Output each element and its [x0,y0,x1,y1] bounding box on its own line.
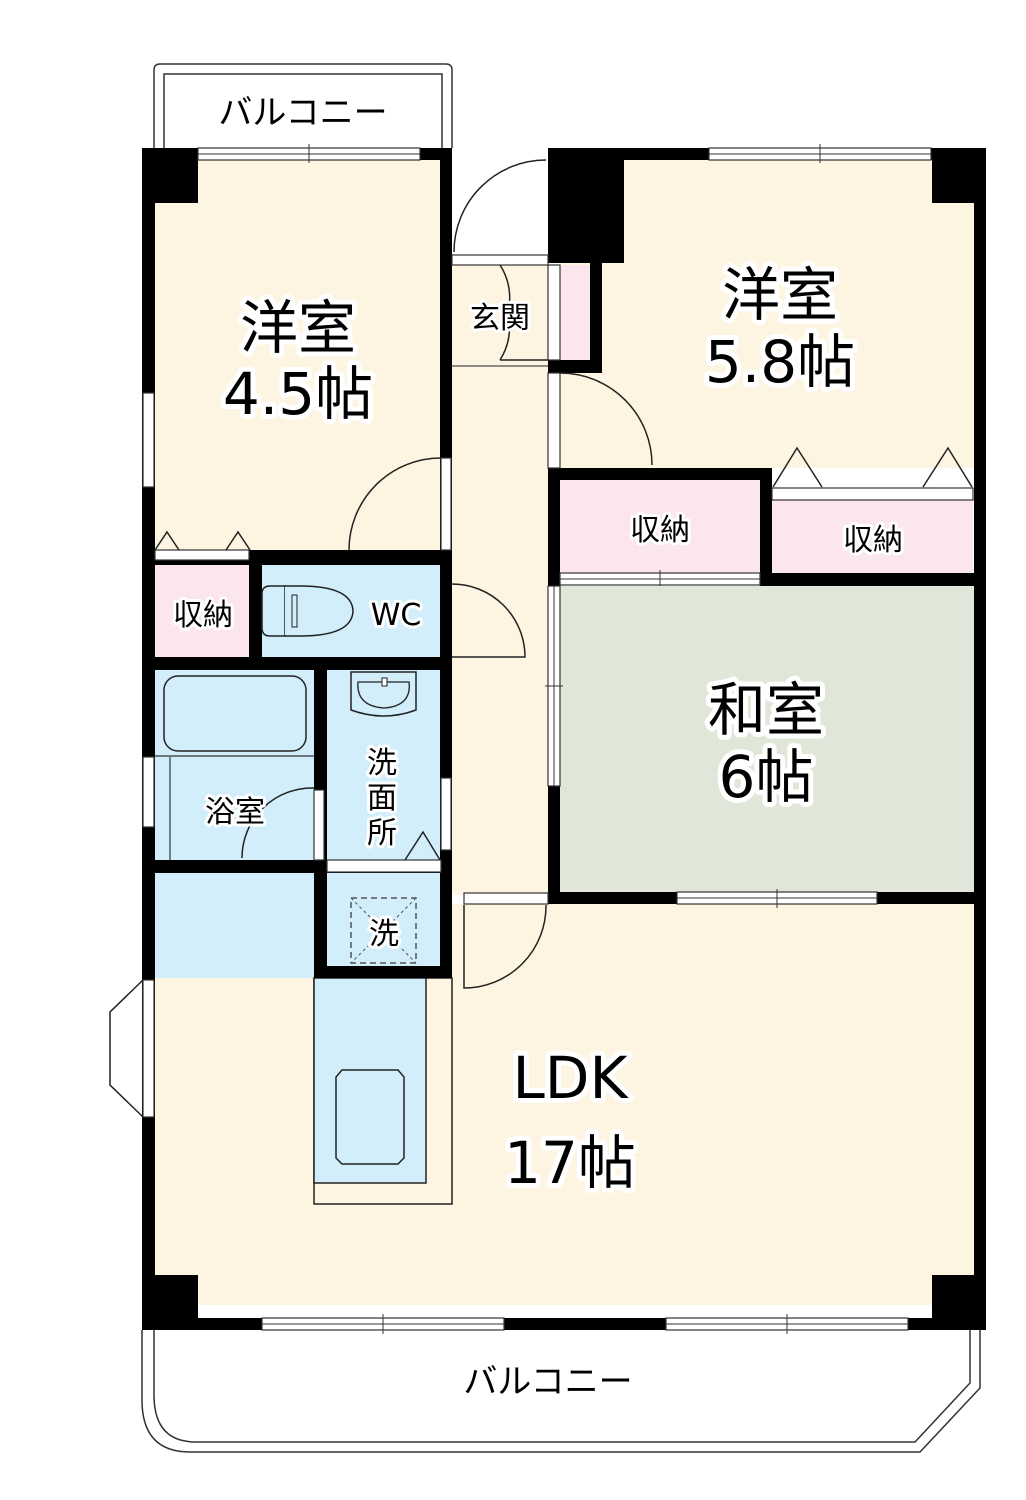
ldk-name: LDK [512,1044,629,1112]
storage-right-label: 収納 [843,523,903,558]
room-ldk [155,978,974,1305]
washroom-label-2: 面 [367,781,397,816]
room-ldk-upper [452,904,974,984]
room-western-2 [560,160,974,468]
storage-under [155,873,314,978]
bathroom-label: 浴室 [205,795,265,830]
storage-left-label: 収納 [173,598,233,633]
western-room-1-size: 4.5帖 [223,360,373,428]
washroom-label-1: 洗 [367,746,397,781]
entrance-label: 玄関 [470,301,530,336]
balcony-bottom [141,1330,981,1453]
entrance-storage [560,265,590,360]
ldk-size: 17帖 [504,1129,636,1197]
western-room-2-size: 5.8帖 [705,328,855,396]
storage-left [155,565,249,657]
doors [154,159,973,989]
balcony-top [153,63,453,148]
balcony-bottom-label: バルコニー [463,1362,632,1402]
room-japanese [560,586,974,892]
balcony-top-label: バルコニー [218,93,387,133]
wash-basin-icon [350,671,417,717]
western-room-1-name: 洋室 [240,294,356,362]
japanese-room-size: 6帖 [719,743,814,811]
toilet-label: WC [371,598,422,633]
washroom-label-3: 所 [367,816,397,851]
kitchen-counter [313,977,453,1205]
washer-area [327,873,441,966]
sink-icon [335,1069,405,1165]
storage-center-label: 収納 [630,513,690,548]
bathtub-icon [163,675,307,752]
bay-window [109,979,144,1118]
storage-center [560,480,760,575]
washer-pan-icon [350,897,417,964]
washer-label: 洗 [369,917,399,952]
room-western-1 [155,160,441,550]
western-room-2-name: 洋室 [722,261,838,329]
hallway [452,255,548,895]
storage-right [772,500,973,573]
toilet-icon [261,585,354,637]
japanese-room-name: 和室 [708,676,824,744]
windows [142,144,974,1334]
